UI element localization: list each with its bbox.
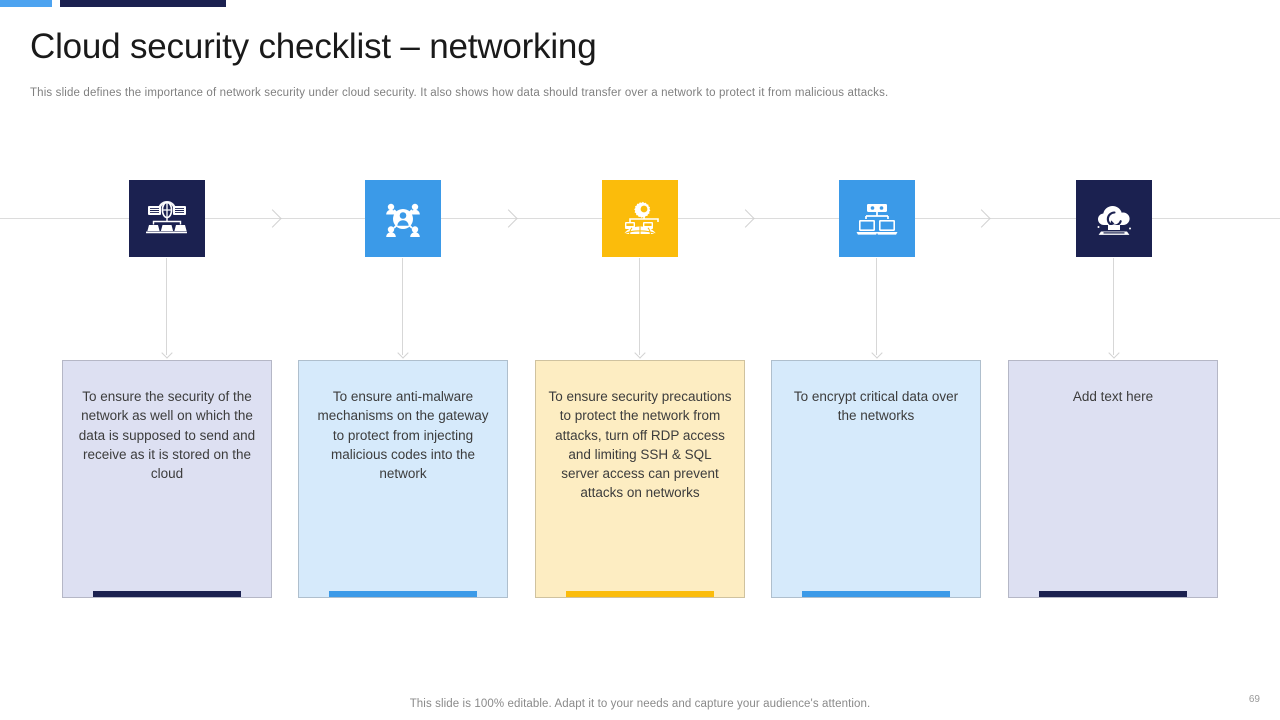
- accent-bar-navy: [60, 0, 226, 7]
- network-server-globe-icon: [143, 195, 191, 243]
- step-card-5[interactable]: Add text here: [1008, 360, 1218, 598]
- step-connector-head-4: [871, 347, 883, 359]
- cloud-sync-laptop-icon: [1090, 195, 1138, 243]
- accent-bar-blue: [0, 0, 52, 7]
- step-icon-tile-3[interactable]: [602, 180, 678, 257]
- step-card-4[interactable]: To encrypt critical data over the networ…: [771, 360, 981, 598]
- step-card-1[interactable]: To ensure the security of the network as…: [62, 360, 272, 598]
- step-card-bar-5: [1039, 591, 1187, 597]
- step-card-text-3: To ensure security precautions to protec…: [548, 389, 732, 501]
- flow-arrow-3: [736, 209, 755, 228]
- step-connector-2: [402, 258, 403, 355]
- step-card-bar-2: [329, 591, 477, 597]
- step-card-bar-4: [802, 591, 950, 597]
- step-icon-tile-1[interactable]: [129, 180, 205, 257]
- page-number: 69: [1248, 694, 1260, 705]
- step-card-text-4: To encrypt critical data over the networ…: [793, 389, 959, 424]
- step-icon-tile-4[interactable]: [839, 180, 915, 257]
- step-connector-1: [166, 258, 167, 355]
- step-icon-tile-5[interactable]: [1076, 180, 1152, 257]
- page-subtitle: This slide defines the importance of net…: [30, 87, 889, 99]
- flow-arrow-2: [499, 209, 518, 228]
- step-card-text-1: To ensure the security of the network as…: [78, 389, 256, 482]
- step-card-text-2: To ensure anti-malware mechanisms on the…: [317, 389, 489, 482]
- step-connector-head-3: [634, 347, 646, 359]
- page-title: Cloud security checklist – networking: [30, 27, 597, 66]
- step-card-text-5: Add text here: [1072, 389, 1154, 404]
- user-network-connection-icon: [379, 195, 427, 243]
- step-connector-3: [639, 258, 640, 355]
- gear-global-network-icon: [616, 195, 664, 243]
- server-computers-topology-icon: [853, 195, 901, 243]
- step-connector-4: [876, 258, 877, 355]
- footer-note: This slide is 100% editable. Adapt it to…: [409, 698, 871, 710]
- step-card-3[interactable]: To ensure security precautions to protec…: [535, 360, 745, 598]
- flow-arrow-4: [972, 209, 991, 228]
- step-connector-head-5: [1108, 347, 1120, 359]
- step-connector-head-1: [161, 347, 173, 359]
- step-connector-5: [1113, 258, 1114, 355]
- step-icon-tile-2[interactable]: [365, 180, 441, 257]
- step-card-2[interactable]: To ensure anti-malware mechanisms on the…: [298, 360, 508, 598]
- step-connector-head-2: [397, 347, 409, 359]
- step-card-bar-1: [93, 591, 241, 597]
- step-card-bar-3: [566, 591, 714, 597]
- flow-arrow-1: [263, 209, 282, 228]
